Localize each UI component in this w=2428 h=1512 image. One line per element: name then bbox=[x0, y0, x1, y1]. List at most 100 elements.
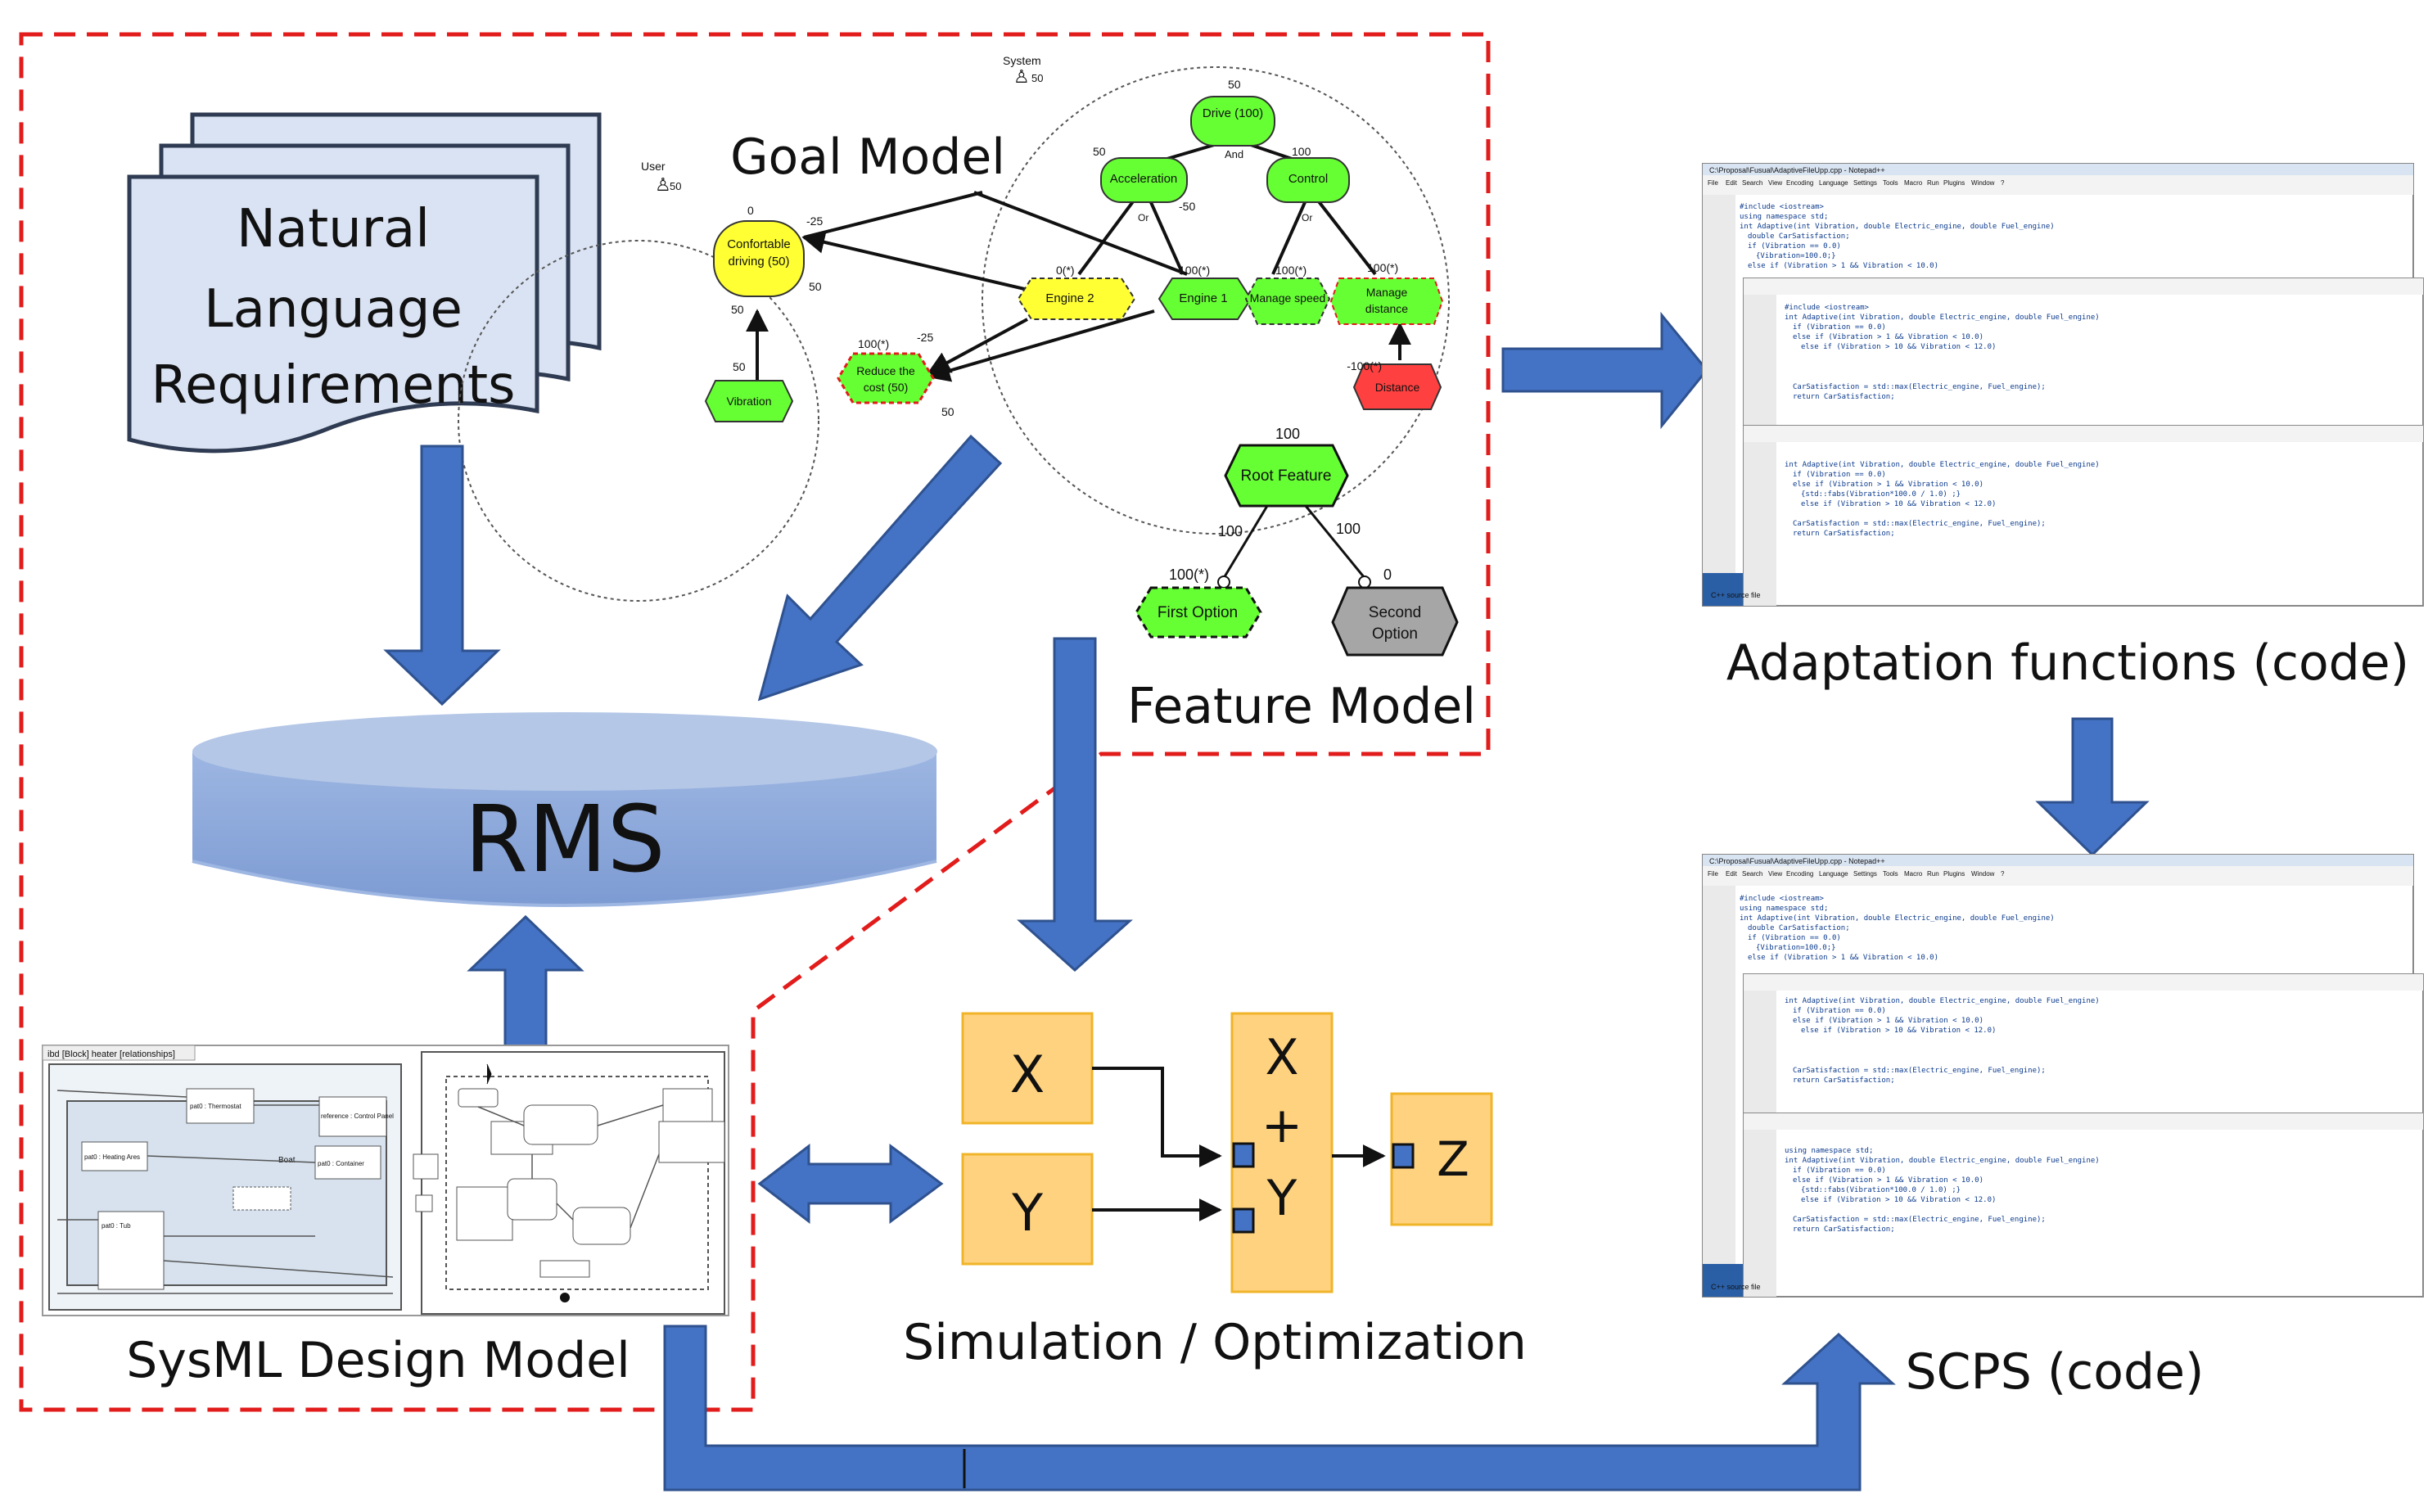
menu-item: Edit bbox=[1726, 179, 1738, 187]
sysml-block: pat0 : Thermostat bbox=[190, 1103, 241, 1110]
goal-weight: -25 bbox=[806, 214, 823, 228]
goal-weight: 50 bbox=[733, 360, 746, 373]
code-line: using namespace std; bbox=[1785, 1147, 1873, 1155]
goal-manage-distance-label: Manage bbox=[1366, 286, 1408, 299]
arrow-sysml-to-rms bbox=[467, 914, 584, 1058]
code-line: int Adaptive(int Vibration, double Elect… bbox=[1785, 997, 2100, 1005]
sysml-block: pat0 : Heating Ares bbox=[84, 1153, 140, 1161]
rms-label: RMS bbox=[464, 787, 666, 893]
code-line: else if (Vibration > 1 && Vibration < 10… bbox=[1793, 1017, 1983, 1025]
code-line: int Adaptive(int Vibration, double Elect… bbox=[1785, 1157, 2100, 1165]
feature-model: Root Feature 100 100 100 First Option 10… bbox=[1127, 426, 1476, 735]
arrow-goal-to-rms bbox=[757, 434, 1003, 702]
sysml-block-label: Boat bbox=[278, 1156, 296, 1165]
code-line: else if (Vibration > 10 && Vibration < 1… bbox=[1801, 1196, 1996, 1204]
goal-weight: 0 bbox=[747, 204, 754, 217]
goal-model-title: Goal Model bbox=[730, 129, 1005, 186]
code-line: CarSatisfaction = std::max(Electric_engi… bbox=[1793, 1216, 2046, 1224]
feature-weight: 100 bbox=[1336, 521, 1361, 537]
code-line: int Adaptive(int Vibration, double Elect… bbox=[1740, 914, 2055, 923]
goal-comfortable-label: Confortable bbox=[727, 237, 791, 251]
code-line: #include <iostream> bbox=[1785, 304, 1870, 312]
rms-database: RMS bbox=[192, 712, 937, 907]
menu-item: View bbox=[1768, 870, 1782, 878]
code-line: if (Vibration == 0.0) bbox=[1793, 323, 1886, 332]
menu-item: Edit bbox=[1726, 870, 1738, 878]
code-line: double CarSatisfaction; bbox=[1748, 232, 1850, 241]
dashed-boundary bbox=[19, 32, 1491, 1412]
goal-weight: -50 bbox=[1179, 200, 1195, 213]
feature-weight: 100 bbox=[1275, 426, 1300, 442]
goal-manage-distance bbox=[1329, 278, 1444, 325]
goal-engine2 bbox=[1017, 278, 1136, 320]
goal-weight: 100(*) bbox=[1275, 264, 1307, 277]
code-line: return CarSatisfaction; bbox=[1793, 530, 1895, 538]
sim-z-label: Z bbox=[1437, 1131, 1469, 1187]
menu-item: Macro bbox=[1904, 870, 1923, 878]
sim-sum-label: + bbox=[1261, 1097, 1302, 1154]
goal-manage-speed-label: Manage speed bbox=[1250, 291, 1326, 305]
code-line: else if (Vibration > 1 && Vibration < 10… bbox=[1748, 954, 1938, 962]
code-line: int Adaptive(int Vibration, double Elect… bbox=[1785, 461, 2100, 469]
nl-line-2: Language bbox=[204, 279, 463, 340]
sim-sum-label: Y bbox=[1266, 1170, 1297, 1227]
arrow-model-to-adaptation bbox=[1501, 311, 1708, 430]
code-line: return CarSatisfaction; bbox=[1793, 393, 1895, 401]
feature-weight: 100 bbox=[1218, 523, 1243, 539]
arrow-nl-to-rms bbox=[383, 445, 501, 706]
goal-comfortable bbox=[713, 220, 805, 297]
sysml-block: pat0 : Tub bbox=[102, 1222, 131, 1230]
menu-item: Search bbox=[1742, 870, 1762, 878]
goal-weight: 100(*) bbox=[858, 337, 889, 350]
goal-engine1 bbox=[1158, 278, 1252, 320]
menu-item: File bbox=[1708, 870, 1718, 878]
code-window bbox=[1743, 278, 2424, 443]
goal-manage-distance-label: distance bbox=[1365, 302, 1408, 315]
feature-first-option-label: First Option bbox=[1158, 604, 1238, 621]
feature-weight: 0 bbox=[1383, 566, 1392, 583]
code-menubar: File Edit Search View Encoding Language … bbox=[1708, 179, 2005, 878]
goal-model: Goal Model User ♙ 50 System ♙ 50 Drive bbox=[458, 54, 1450, 602]
menu-item: Run bbox=[1927, 870, 1939, 878]
code-window-title: C:\Proposal\Fusual\AdaptiveFileUpp.cpp -… bbox=[1709, 857, 1885, 865]
sim-x-box bbox=[961, 1012, 1094, 1125]
feature-second-option-label: Option bbox=[1372, 625, 1418, 643]
menu-item: ? bbox=[2001, 179, 2005, 187]
code-window bbox=[1743, 973, 2424, 1122]
sim-x-label: X bbox=[1010, 1045, 1045, 1104]
adaptation-title: Adaptation functions (code) bbox=[1726, 634, 2409, 692]
code-status: C++ source file bbox=[1711, 591, 1761, 599]
code-line: CarSatisfaction = std::max(Electric_engi… bbox=[1793, 383, 2046, 391]
sysml-thumb-title: ibd [Block] heater [relationships] bbox=[47, 1049, 175, 1059]
menu-item: Search bbox=[1742, 179, 1762, 187]
code-line: if (Vibration == 0.0) bbox=[1748, 242, 1841, 250]
system-actor-value: 50 bbox=[1031, 72, 1043, 84]
menu-item: Encoding bbox=[1786, 870, 1813, 878]
menu-item: Tools bbox=[1883, 179, 1898, 187]
nl-line-1: Natural bbox=[237, 199, 430, 260]
sim-y-label: Y bbox=[1011, 1183, 1043, 1243]
goal-reduce-cost-label: Reduce the bbox=[856, 364, 915, 377]
goal-vibration bbox=[704, 380, 794, 422]
menu-item: Settings bbox=[1853, 179, 1877, 187]
code-line: else if (Vibration > 1 && Vibration < 10… bbox=[1748, 262, 1938, 270]
menu-item: File bbox=[1708, 179, 1718, 187]
menu-item: ? bbox=[2001, 870, 2005, 878]
goal-control-label: Control bbox=[1288, 172, 1328, 186]
goal-weight: 100 bbox=[1292, 145, 1311, 158]
code-line: using namespace std; bbox=[1740, 905, 1828, 913]
nl-line-3: Requirements bbox=[151, 355, 516, 416]
goal-weight: 100(*) bbox=[1179, 264, 1210, 277]
code-line: if (Vibration == 0.0) bbox=[1793, 1007, 1886, 1015]
goal-weight: -25 bbox=[917, 331, 933, 344]
user-actor-icon: ♙ bbox=[655, 174, 671, 195]
code-line: double CarSatisfaction; bbox=[1748, 924, 1850, 932]
menu-item: Run bbox=[1927, 179, 1939, 187]
goal-manage-speed bbox=[1244, 278, 1331, 325]
goal-engine1-label: Engine 1 bbox=[1179, 291, 1227, 305]
simulation-title: Simulation / Optimization bbox=[903, 1314, 1527, 1371]
feature-weight: 100(*) bbox=[1169, 566, 1209, 583]
menu-item: View bbox=[1768, 179, 1782, 187]
code-line: using namespace std; bbox=[1740, 213, 1828, 221]
code-line: {std::fabs(Vibration*100.0 / 1.0) ;} bbox=[1801, 490, 1961, 499]
